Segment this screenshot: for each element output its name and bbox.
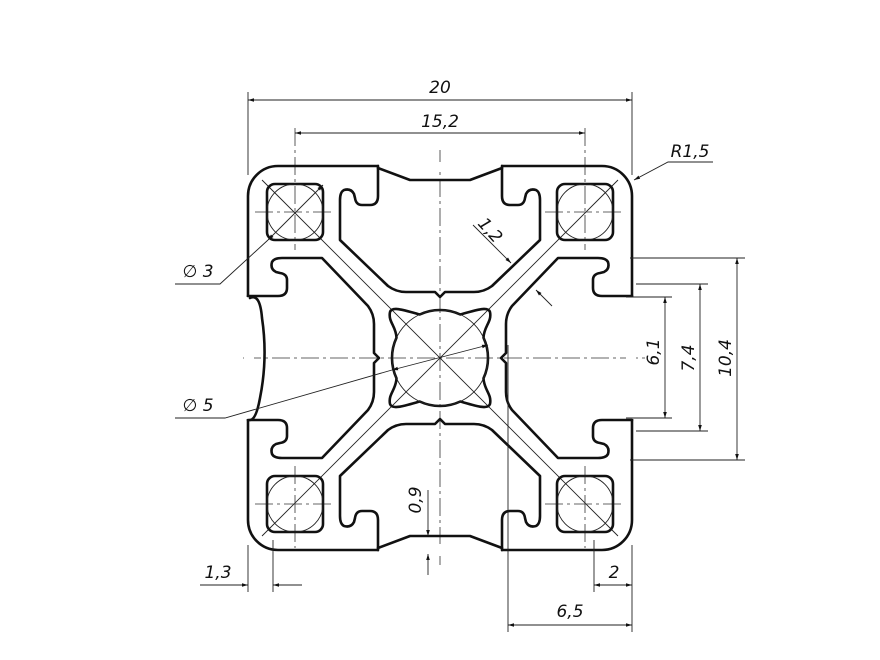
dim-overall-width: 20	[429, 78, 451, 98]
dim-corner-hole-diameter: ∅ 3	[182, 262, 213, 282]
dim-center-hole-diameter: ∅ 5	[182, 396, 213, 416]
dim-slot-width: 10,4	[716, 339, 736, 377]
dim-wall-thickness: 1,2	[473, 214, 506, 247]
dimension-lines	[175, 92, 745, 632]
profile-section	[244, 162, 636, 554]
t-slots	[244, 162, 636, 554]
dim-slot-depth: 6,5	[556, 602, 583, 622]
dim-slot-lip-offset: 2	[609, 563, 620, 583]
dim-corner-radius: R1,5	[671, 142, 710, 162]
dim-lip-thickness: 1,3	[204, 563, 231, 583]
centerlines	[243, 128, 645, 565]
dim-slot-depth-lip: 0,9	[406, 486, 426, 513]
dimension-labels: 20 15,2 R1,5 1,2 ∅ 3 ∅ 5 6,1 7,4 10,4 0,…	[182, 78, 736, 622]
dim-slot-inner: 7,4	[679, 344, 699, 371]
corner-holes	[265, 182, 615, 534]
dim-slot-opening: 6,1	[644, 338, 664, 365]
dim-hole-spacing: 15,2	[421, 112, 459, 132]
